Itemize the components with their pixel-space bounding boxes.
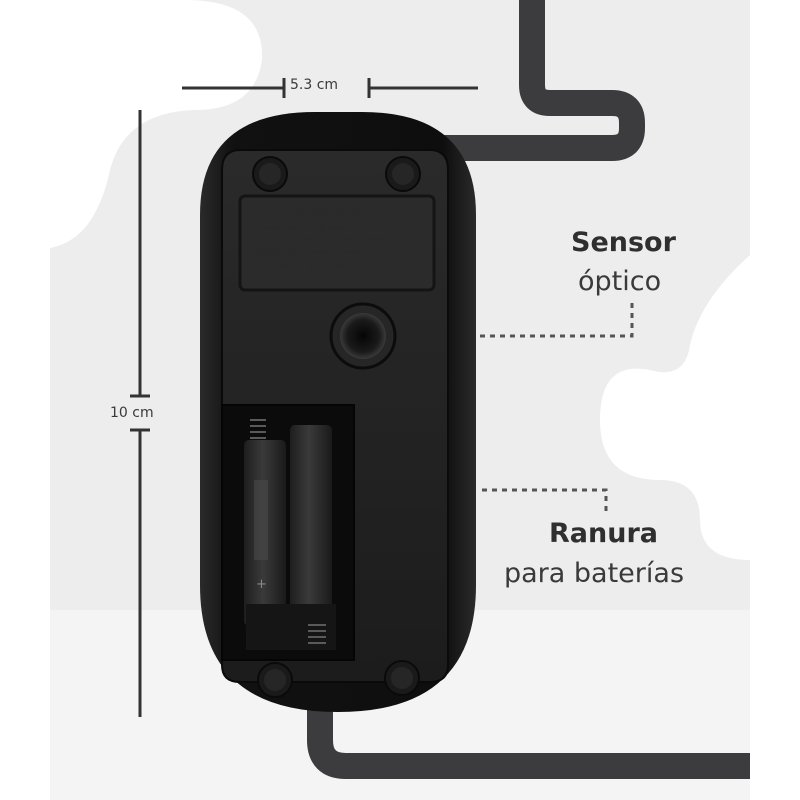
battery-icon bbox=[290, 425, 332, 625]
battery-slot-callout-title: Ranura bbox=[549, 518, 658, 549]
regulatory-label bbox=[238, 194, 436, 292]
foot-pad-icon bbox=[257, 662, 293, 698]
decor-track-top bbox=[420, 0, 645, 161]
mouse-underside bbox=[200, 112, 476, 712]
decor-track-bottom bbox=[307, 690, 750, 779]
foot-pad-icon bbox=[252, 156, 288, 192]
width-dimension-label: 5.3 cm bbox=[290, 77, 339, 93]
sensor-callout-subtitle: óptico bbox=[578, 266, 662, 297]
battery-leader-line bbox=[482, 488, 608, 512]
foot-pad-icon bbox=[384, 660, 420, 696]
sensor-lens-icon bbox=[329, 302, 397, 370]
height-dimension-label: 10 cm bbox=[110, 405, 154, 421]
sensor-callout-title: Sensor bbox=[571, 227, 676, 258]
decor-blob-right bbox=[600, 255, 750, 560]
spring-icon bbox=[250, 419, 266, 439]
decor-blob-top-left bbox=[50, 0, 263, 248]
sensor-leader-line bbox=[480, 300, 634, 338]
foot-pad-icon bbox=[385, 156, 421, 192]
battery-highlight bbox=[254, 480, 268, 560]
spring-icon bbox=[308, 624, 326, 644]
battery-slot-callout-subtitle: para baterías bbox=[504, 558, 685, 589]
